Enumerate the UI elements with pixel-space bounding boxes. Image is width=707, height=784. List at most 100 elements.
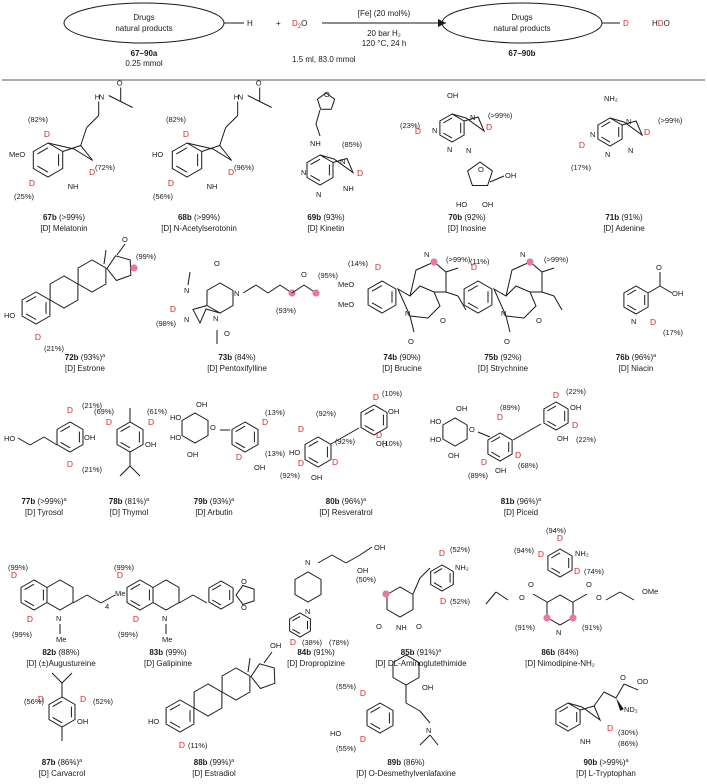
incorporation-label: (30%): [618, 728, 639, 737]
bond: [359, 546, 373, 556]
incorporation-label: (99%): [114, 563, 135, 572]
bond: [647, 285, 661, 294]
product-id: 67–90b: [508, 49, 535, 58]
bond: [601, 136, 611, 143]
compound-id: 82b: [42, 648, 56, 657]
bond: [116, 243, 126, 256]
atom-label: O: [416, 622, 422, 631]
compound-id-yield: 74b (90%): [383, 353, 421, 362]
compound-name: [D] Carvacrol: [39, 769, 86, 778]
atom-label: OH: [495, 466, 506, 475]
ring-bond: [360, 404, 388, 436]
compound-id: 83b: [149, 648, 163, 657]
atom-label: N: [234, 289, 239, 298]
ring-bond: [206, 282, 234, 314]
bond: [491, 436, 501, 443]
bond: [371, 285, 383, 292]
structure-81b-piceid: HOHOOHOHOOHOHOHD(89%)D(89%)D(68%)D(22%)D…: [430, 387, 597, 480]
incorporation-label: (94%): [514, 546, 535, 555]
atom-label: N: [301, 168, 306, 177]
atom-label: OH: [311, 473, 322, 482]
atom-label: N: [501, 309, 506, 318]
deuterium-label: D: [35, 332, 41, 342]
atom-label: O: [117, 79, 123, 88]
bond: [176, 165, 188, 173]
atom-label: O: [122, 235, 128, 244]
atom-label: N: [184, 286, 189, 295]
deuterium-label: D: [439, 548, 445, 558]
incorporation-label: (52%): [450, 597, 471, 606]
compound-name: [D] Strychnine: [478, 364, 529, 373]
atom-label: N: [184, 315, 189, 324]
bond: [412, 577, 421, 595]
atom-label: N: [340, 157, 345, 166]
compound-id: 67b: [43, 213, 57, 222]
atom-label: NH: [343, 184, 354, 193]
deuteration-site-dot: [130, 264, 138, 272]
incorporation-label: (68%): [518, 461, 539, 470]
deuterium-label: D: [497, 412, 503, 422]
atom-label: N: [238, 93, 243, 102]
bond: [623, 683, 639, 691]
atom-label: Me: [162, 635, 172, 644]
compound-id-yield: 90b (>99%)a: [583, 758, 629, 767]
atom-label: N: [405, 309, 410, 318]
atom-label: N: [56, 614, 61, 623]
ring-bond: [367, 280, 397, 314]
deuterium-label: D: [572, 420, 578, 430]
yield-footnote: a: [625, 758, 629, 764]
reagent-o: O: [301, 19, 307, 28]
ring-bond: [396, 285, 441, 319]
incorporation-label: (91%): [582, 623, 603, 632]
compound-id-yield: 87b (86%)a: [42, 758, 83, 767]
atom-label: OH: [357, 566, 368, 575]
atom-label: NH: [580, 737, 591, 746]
bond: [364, 424, 375, 432]
bond: [24, 583, 35, 591]
substrate-h: H: [247, 19, 253, 28]
compound-id-yield: 67b (>99%): [43, 213, 85, 222]
atom-label: N: [162, 614, 167, 623]
compound-yield: (92%): [498, 353, 522, 362]
ring-bond: [304, 436, 332, 468]
atom-label: N: [426, 726, 431, 735]
ring-bond: [567, 702, 602, 722]
bond: [263, 651, 273, 664]
compound-id: 76b: [616, 353, 630, 362]
deuterium-label: D: [228, 167, 234, 177]
ring-bond: [467, 161, 493, 186]
compound-id-yield: 88b (99%)a: [194, 758, 235, 767]
incorporation-label: (21%): [82, 401, 103, 410]
incorporation-label: (61%): [147, 407, 168, 416]
atom-label: OH: [505, 171, 516, 180]
bond: [129, 465, 141, 477]
compound-name: [D] Niacin: [619, 364, 654, 373]
bond: [429, 734, 439, 746]
compound-name: [D] Kinetin: [308, 224, 345, 233]
compound-id: 80b: [326, 497, 340, 506]
compound-yield: (86%): [401, 758, 425, 767]
bond: [130, 599, 141, 607]
byproduct-h: H: [652, 19, 658, 28]
deuterium-label: D: [179, 740, 185, 750]
incorporation-label: (94%): [546, 526, 567, 535]
atom-label: OH: [145, 440, 156, 449]
bond: [419, 567, 431, 579]
atom-label: OH: [388, 407, 399, 416]
bond: [445, 291, 459, 297]
atom-label: O: [440, 316, 446, 325]
incorporation-label: (72%): [95, 163, 116, 172]
bond: [317, 554, 333, 564]
deuterium-label: D: [574, 566, 580, 576]
atom-label: O: [210, 423, 216, 432]
ring-bond: [106, 255, 132, 282]
bond: [308, 440, 319, 448]
deuterium-label: D: [373, 392, 379, 402]
yield-footnote: a: [146, 497, 150, 503]
bond: [405, 702, 421, 712]
incorporation-label: (96%): [234, 163, 255, 172]
deuterium-label: D: [290, 637, 296, 647]
bond: [247, 657, 251, 673]
